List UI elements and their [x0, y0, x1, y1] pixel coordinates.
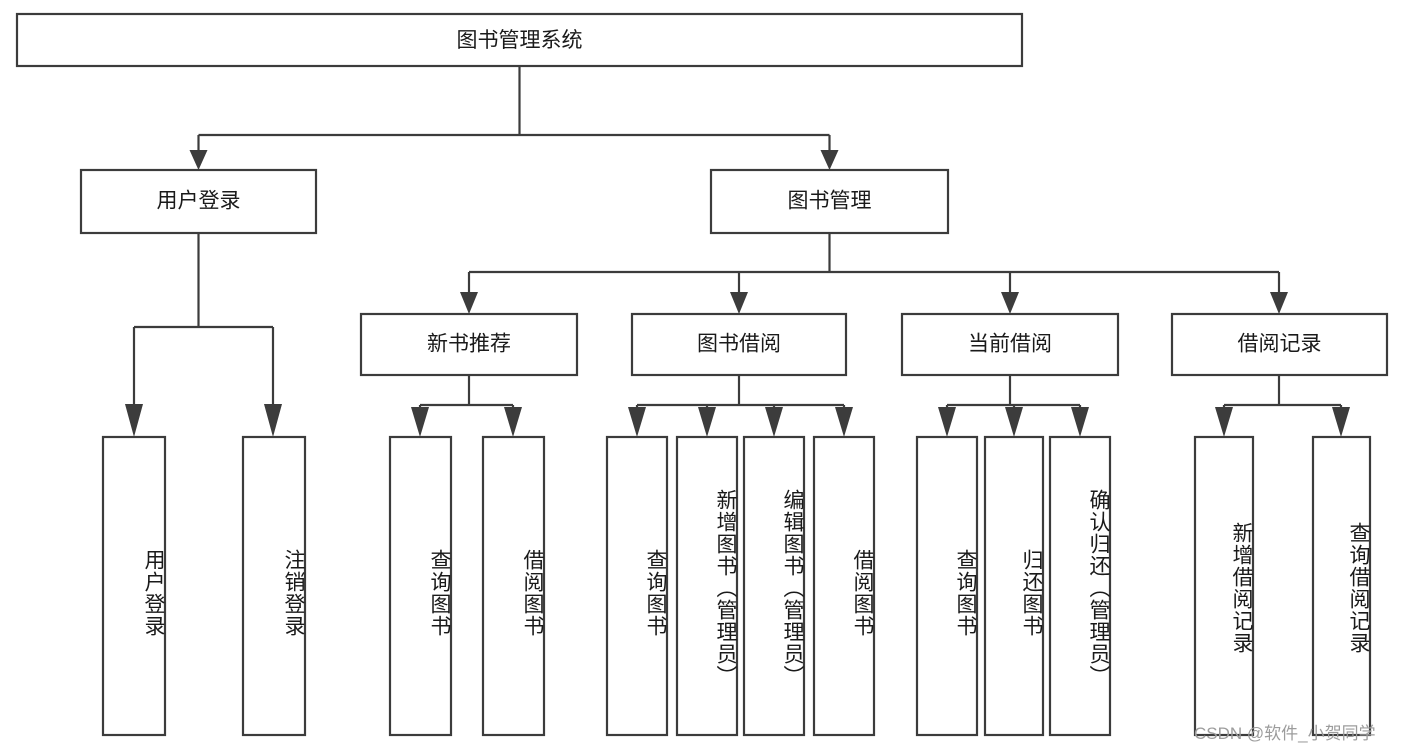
node-borrow-records[interactable]: 借阅记录: [1170, 312, 1389, 377]
node-book-management-box[interactable]: [709, 168, 950, 235]
leaf-box-return-books[interactable]: [983, 435, 1045, 737]
node-current-borrow-box[interactable]: [900, 312, 1120, 377]
arrow-head-icon: [504, 407, 522, 437]
arrow-head-icon: [1005, 407, 1023, 437]
leaf-box-borrow-books-2[interactable]: [812, 435, 876, 737]
leaf-box-query-books-3[interactable]: [915, 435, 979, 737]
node-book-borrow[interactable]: 图书借阅: [630, 312, 848, 377]
node-current-borrow-label: 当前借阅: [968, 333, 1052, 356]
arrow-head-icon: [1332, 407, 1350, 437]
arrow-head-icon: [264, 404, 282, 437]
node-user-login[interactable]: 用户登录: [79, 168, 318, 235]
arrow-head-icon: [835, 407, 853, 437]
node-new-book-recommend-box[interactable]: [359, 312, 579, 377]
node-book-management-label: 图书管理: [788, 190, 872, 213]
connector-group-records: [1215, 375, 1350, 437]
arrow-head-icon: [1215, 407, 1233, 437]
node-new-book-recommend-label: 新书推荐: [427, 333, 511, 356]
arrow-head-icon: [411, 407, 429, 437]
connector-group-borrow: [628, 375, 853, 437]
connector-group-new-books: [411, 375, 522, 437]
node-current-borrow[interactable]: 当前借阅: [900, 312, 1120, 377]
arrow-head-icon: [820, 150, 839, 170]
leaf-box-edit-book-admin[interactable]: [742, 435, 806, 737]
connector-group-book-mgmt: [460, 233, 1288, 314]
arrow-head-icon: [730, 292, 748, 314]
connector-group-root: [189, 66, 839, 170]
leaf-box-query-books-2[interactable]: [605, 435, 669, 737]
leaf-box-add-record[interactable]: [1193, 435, 1255, 737]
connector-group-current: [938, 375, 1089, 437]
connector-group-user-login: [125, 233, 282, 437]
node-root-box[interactable]: [15, 12, 1024, 68]
node-user-login-box[interactable]: [79, 168, 318, 235]
arrow-head-icon: [628, 407, 646, 437]
leaf-box-user-login[interactable]: [101, 435, 167, 737]
leaf-box-borrow-books-1[interactable]: [481, 435, 546, 737]
arrow-head-icon: [189, 150, 208, 170]
leaf-box-query-books-1[interactable]: [388, 435, 453, 737]
node-root-label: 图书管理系统: [457, 29, 583, 52]
arrow-head-icon: [1071, 407, 1089, 437]
arrow-head-icon: [125, 404, 143, 437]
arrow-head-icon: [698, 407, 716, 437]
csdn-watermark: CSDN @软件_小贺同学: [1194, 724, 1376, 743]
node-user-login-label: 用户登录: [157, 190, 241, 213]
node-new-book-recommend[interactable]: 新书推荐: [359, 312, 579, 377]
arrow-head-icon: [1270, 292, 1288, 314]
leaf-box-confirm-return-admin[interactable]: [1048, 435, 1112, 737]
leaf-box-add-book-admin[interactable]: [675, 435, 739, 737]
node-book-management[interactable]: 图书管理: [709, 168, 950, 235]
node-root[interactable]: 图书管理系统: [15, 12, 1024, 68]
leaf-box-logout[interactable]: [241, 435, 307, 737]
node-book-borrow-box[interactable]: [630, 312, 848, 377]
arrow-head-icon: [460, 292, 478, 314]
leaf-node-group: [101, 435, 1372, 737]
arrow-head-icon: [1001, 292, 1019, 314]
arrow-head-icon: [765, 407, 783, 437]
node-borrow-records-box[interactable]: [1170, 312, 1389, 377]
leaf-box-query-record[interactable]: [1311, 435, 1372, 737]
node-borrow-records-label: 借阅记录: [1238, 333, 1322, 356]
node-book-borrow-label: 图书借阅: [697, 333, 781, 356]
arrow-head-icon: [938, 407, 956, 437]
